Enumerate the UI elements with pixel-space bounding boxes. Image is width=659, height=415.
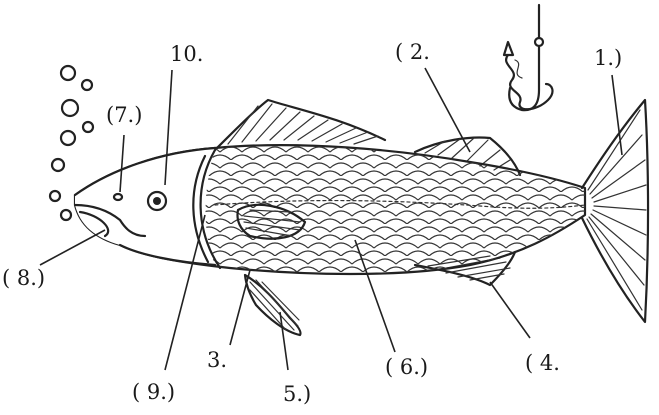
pelvic-fin-icon: [245, 275, 301, 335]
label-7: (7.): [106, 105, 142, 126]
label-4: ( 4.: [525, 353, 560, 374]
label-10: 10.: [170, 44, 203, 65]
label-6: ( 6.): [385, 357, 428, 378]
label-9: ( 9.): [132, 382, 175, 403]
tail-fin-icon: [582, 100, 648, 322]
label-3: 3.: [207, 350, 227, 371]
label-2: ( 2.: [395, 42, 430, 63]
label-1: 1.): [594, 48, 622, 69]
dorsal-fin-icon: [215, 100, 385, 150]
hook-icon: [504, 5, 552, 110]
label-5: 5.): [283, 384, 311, 405]
label-8: ( 8.): [2, 268, 45, 289]
